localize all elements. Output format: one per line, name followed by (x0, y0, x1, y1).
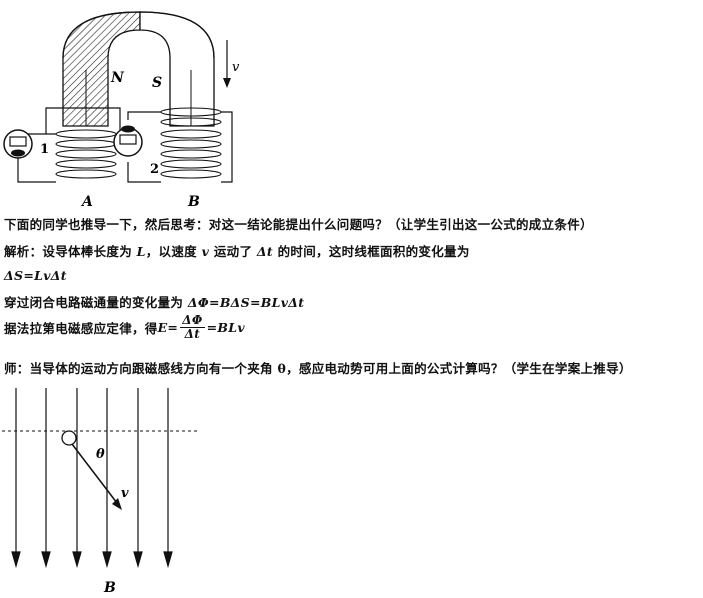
horseshoe-magnet (62, 11, 215, 127)
coil-A (55, 129, 117, 179)
fraction-denominator: Δt (184, 327, 201, 341)
line2-suffix: 的时间，这时线框面积的变化量为 (272, 244, 470, 259)
field-angle-figure: θ v B (2, 388, 200, 596)
label-v: v (121, 486, 129, 501)
label-B: B (187, 194, 200, 210)
galvanometer-1 (3, 129, 33, 159)
line5-E: E= (157, 320, 179, 335)
line2-v: v (201, 244, 210, 259)
line4-formula: ΔΦ=BΔS=BLvΔt (187, 295, 305, 310)
text-line-4: 穿过闭合电路磁通量的变化量为 ΔΦ=BΔS=BLvΔt (4, 292, 304, 311)
line5-prefix: 据法拉第电磁感应定律，得 (4, 321, 158, 336)
text-line-6: 师：当导体的运动方向跟磁感线方向有一个夹角 θ，感应电动势可用上面的公式计算吗？… (4, 361, 632, 376)
fraction-numerator: ΔΦ (180, 313, 205, 328)
line2-dt: Δt (256, 244, 273, 259)
line2-L: L (136, 244, 146, 259)
label-B: B (103, 580, 116, 596)
text-line-3: ΔS=LvΔt (4, 268, 67, 283)
magnetic-field-lines (11, 388, 173, 569)
magnet-coils-figure: N S v 1 2 A B (3, 11, 240, 210)
velocity-arrow-icon (71, 443, 122, 510)
line2-mid1: ，以速度 (145, 244, 202, 259)
flux-fraction: ΔΦ Δt (180, 313, 205, 341)
text-line-2: 解析：设导体棒长度为 L，以速度 v 运动了 Δt 的时间，这时线框面积的变化量… (4, 241, 470, 260)
line2-prefix: 解析：设导体棒长度为 (4, 244, 137, 259)
conductor-circle (61, 430, 77, 446)
label-theta: θ (96, 447, 105, 462)
label-N: N (110, 70, 125, 86)
velocity-arrow-icon (223, 40, 231, 88)
line4-prefix: 穿过闭合电路磁通量的变化量为 (4, 295, 188, 310)
label-v: v (232, 60, 240, 75)
line2-mid2: 运动了 (209, 244, 257, 259)
line5-result: =BLv (206, 320, 245, 335)
label-S: S (152, 75, 162, 91)
text-line-1: 下面的同学也推导一下，然后思考：对这一结论能提出什么问题吗？（让学生引出这一公式… (4, 217, 593, 232)
text-line-5: 据法拉第电磁感应定律，得 E= ΔΦ Δt =BLv (4, 314, 245, 341)
label-2: 2 (150, 162, 159, 177)
label-A: A (80, 194, 93, 210)
galvanometer-2 (113, 125, 143, 157)
label-1: 1 (40, 142, 49, 157)
